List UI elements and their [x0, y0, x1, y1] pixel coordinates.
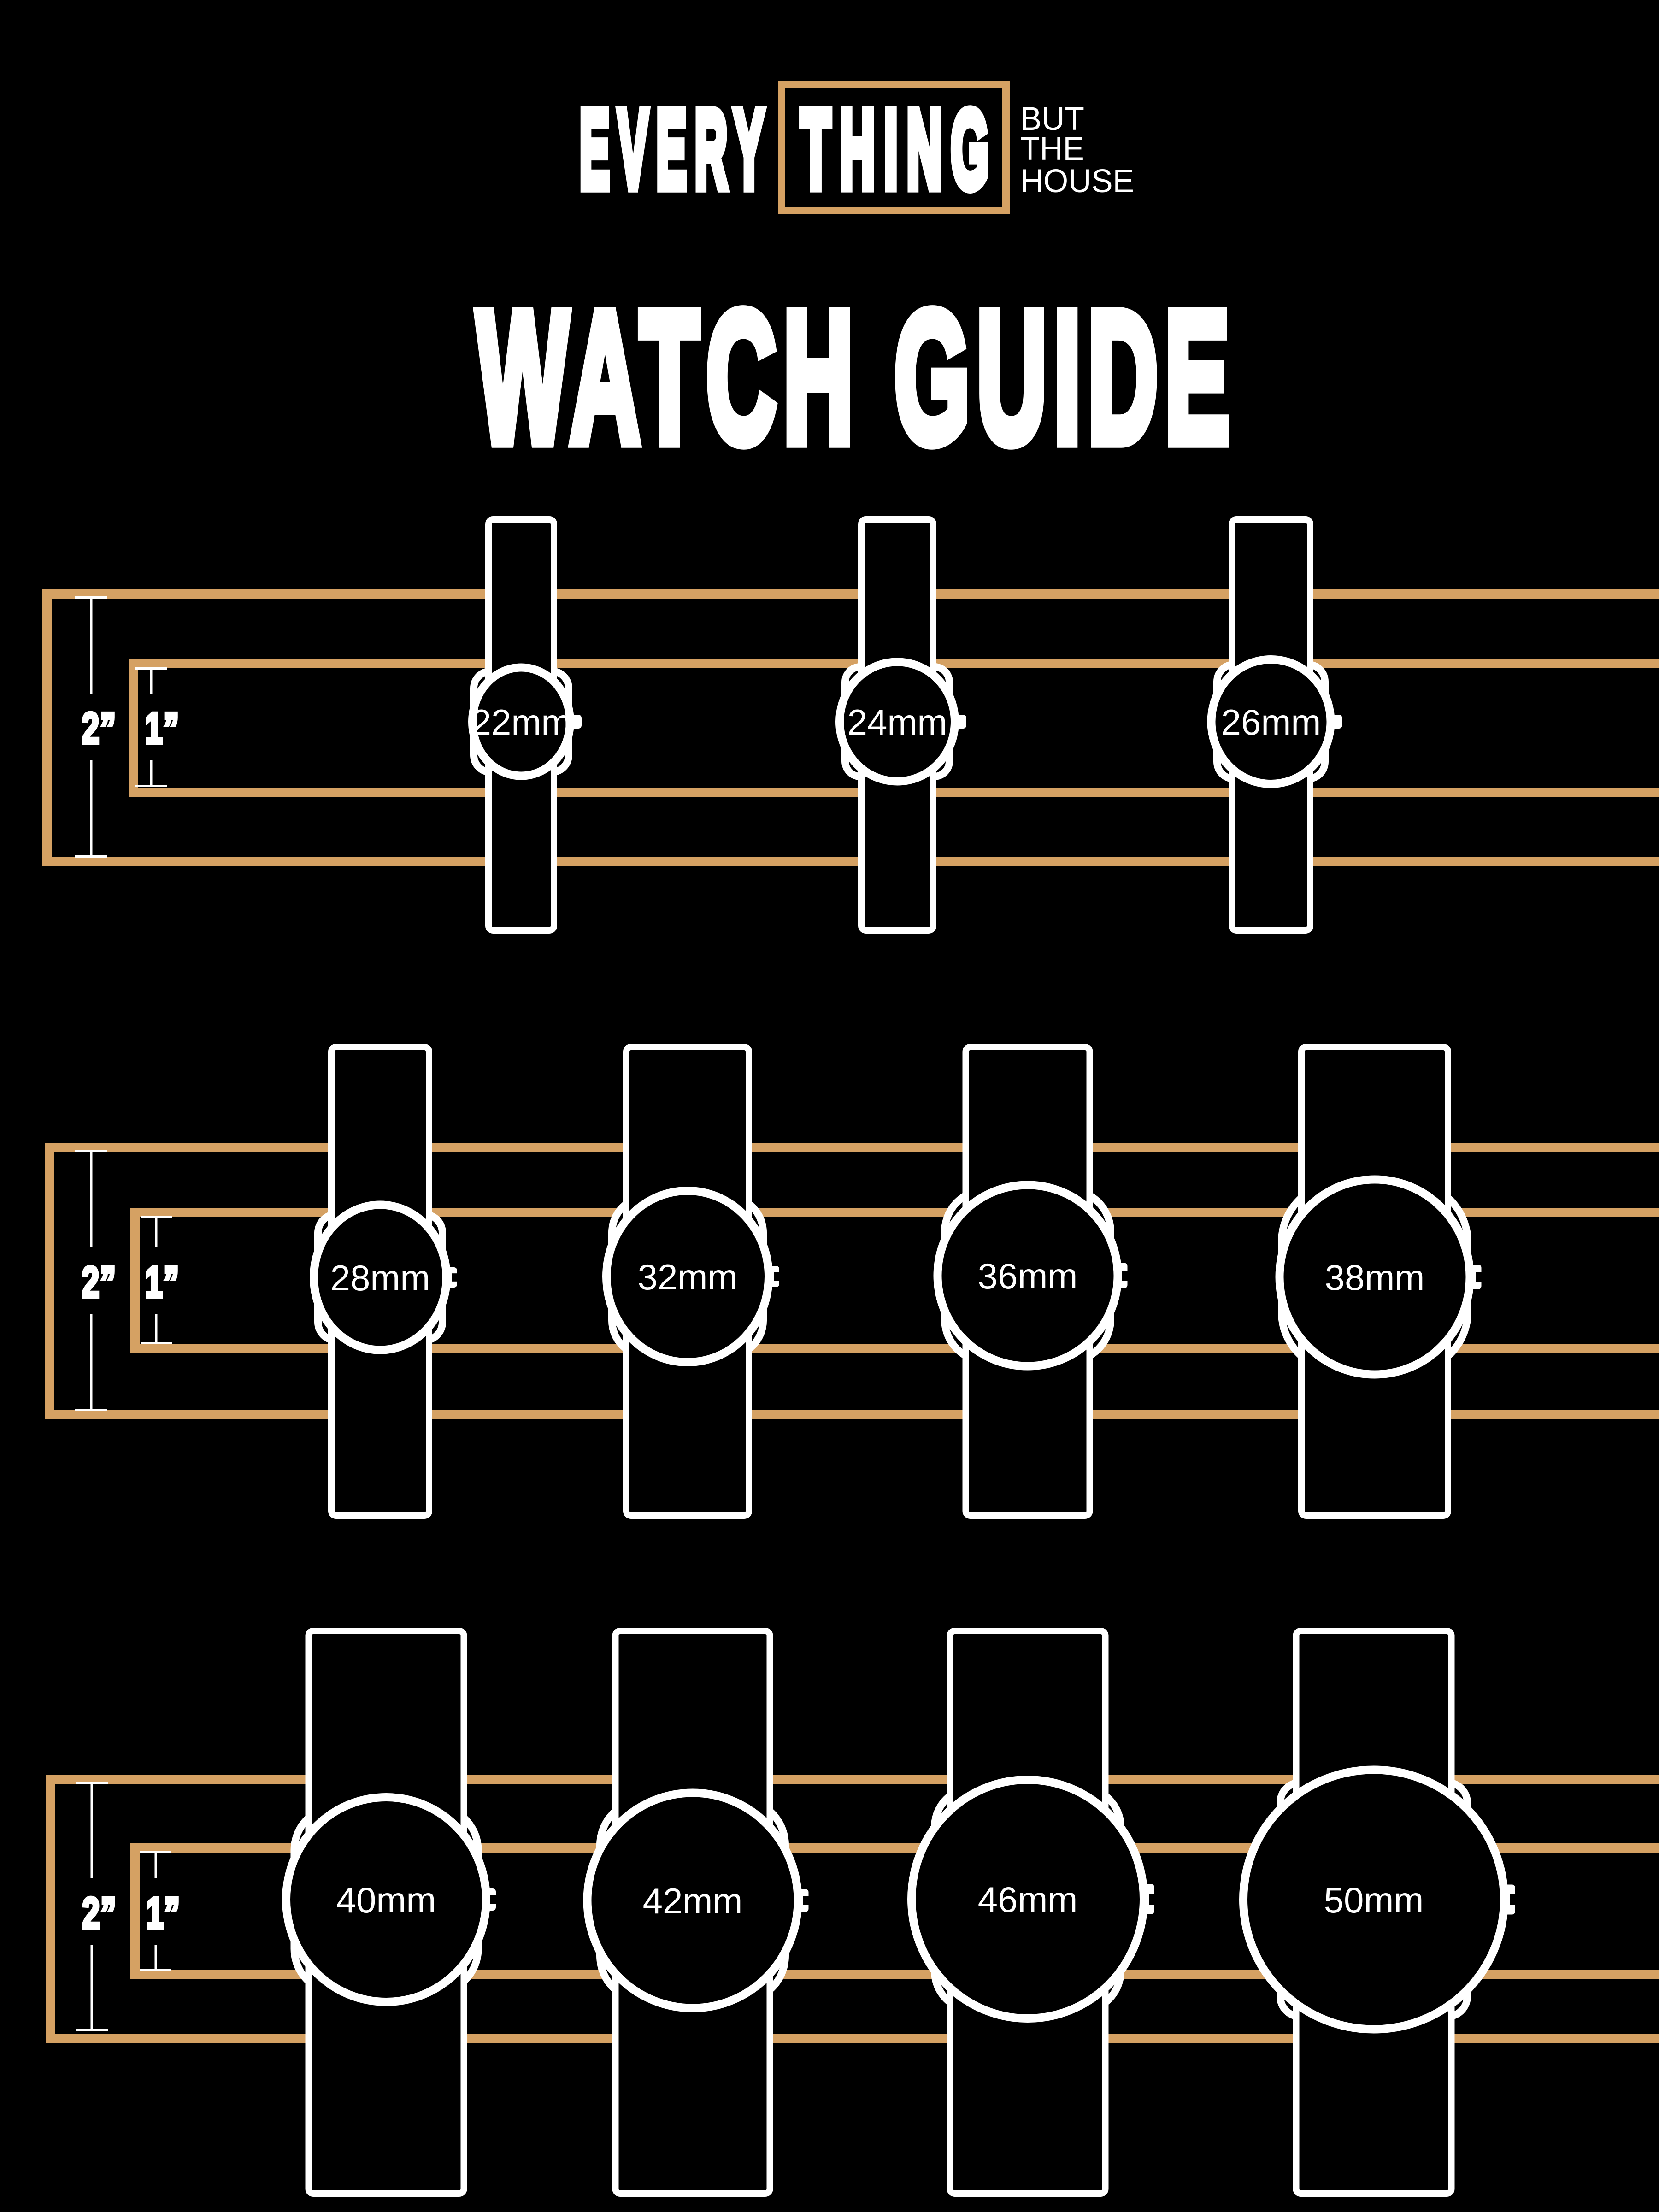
svg-text:46mm: 46mm [978, 1879, 1078, 1920]
svg-text:24mm: 24mm [847, 702, 947, 742]
svg-text:EVERY: EVERY [580, 88, 772, 211]
svg-text:HOUSE: HOUSE [1020, 162, 1134, 199]
svg-text:32mm: 32mm [638, 1257, 738, 1297]
svg-text:2”: 2” [82, 703, 117, 753]
svg-text:WATCH GUIDE: WATCH GUIDE [477, 274, 1237, 482]
svg-text:BUT: BUT [1020, 100, 1084, 137]
svg-text:50mm: 50mm [1324, 1880, 1424, 1920]
svg-text:1”: 1” [145, 703, 180, 753]
svg-text:2”: 2” [82, 1257, 117, 1307]
svg-text:28mm: 28mm [330, 1258, 430, 1298]
svg-text:26mm: 26mm [1221, 702, 1321, 742]
svg-text:1”: 1” [145, 1257, 180, 1307]
svg-text:THE: THE [1020, 130, 1084, 167]
svg-text:22mm: 22mm [471, 702, 571, 742]
svg-text:1”: 1” [146, 1888, 181, 1938]
svg-text:2”: 2” [82, 1888, 117, 1938]
svg-text:36mm: 36mm [978, 1256, 1078, 1296]
svg-text:40mm: 40mm [336, 1880, 436, 1920]
svg-text:THING: THING [801, 88, 998, 211]
svg-text:42mm: 42mm [643, 1881, 743, 1921]
svg-text:38mm: 38mm [1325, 1257, 1425, 1298]
